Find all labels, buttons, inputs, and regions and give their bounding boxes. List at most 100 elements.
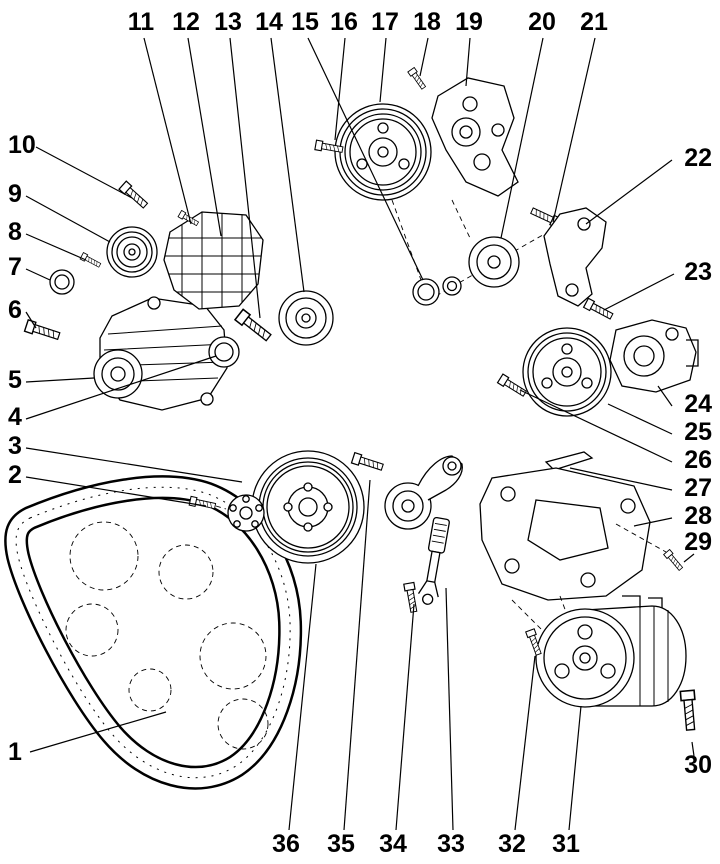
callout-19: 19 — [455, 8, 483, 36]
callout-13: 13 — [214, 8, 242, 36]
leader-lines — [25, 37, 695, 831]
callout-8: 8 — [8, 218, 22, 246]
callout-20: 20 — [528, 8, 556, 36]
callout-35: 35 — [327, 830, 355, 858]
callout-30: 30 — [684, 751, 712, 779]
leader-line-27 — [569, 467, 673, 491]
seal-ring-drawing — [412, 278, 440, 306]
ps-pump-pulley-drawing — [522, 327, 612, 417]
callout-27: 27 — [684, 474, 712, 502]
support-bracket-drawing — [543, 207, 607, 307]
leader-line-20 — [500, 37, 544, 239]
leader-line-14 — [270, 37, 305, 293]
leader-line-12 — [187, 37, 222, 237]
leader-line-23 — [603, 273, 675, 311]
leader-line-30 — [691, 741, 695, 757]
callout-2: 2 — [8, 461, 22, 489]
shim-plate-drawing — [544, 451, 594, 471]
alignment-dash — [391, 199, 549, 297]
bolt-icon — [23, 319, 62, 343]
cap-drawing — [49, 269, 75, 295]
callout-1: 1 — [8, 738, 22, 766]
leader-line-17 — [379, 37, 387, 103]
callout-22: 22 — [684, 144, 712, 172]
leader-line-35 — [343, 479, 371, 831]
bolt-icon — [403, 581, 420, 614]
callout-32: 32 — [498, 830, 526, 858]
leader-line-11 — [143, 37, 192, 225]
callout-16: 16 — [330, 8, 358, 36]
belt-tensioner-drawing — [384, 455, 463, 605]
spacer-ring-drawing — [208, 336, 240, 368]
bolt-icon — [79, 252, 102, 269]
leader-line-5 — [25, 377, 95, 383]
callout-11: 11 — [128, 8, 155, 36]
power-steering-pump-drawing — [609, 319, 699, 393]
diagram-art — [16, 67, 699, 778]
leader-line-21 — [552, 37, 596, 223]
leader-line-34 — [395, 603, 415, 831]
callout-23: 23 — [684, 258, 712, 286]
bolt-icon — [407, 67, 428, 91]
bolt-icon — [350, 452, 385, 473]
pulley-bolt-plate-drawing — [227, 494, 265, 532]
mounting-bracket-drawing — [163, 211, 264, 310]
callout-21: 21 — [580, 8, 608, 36]
leader-line-26 — [519, 389, 673, 463]
alternator-drawing — [93, 296, 228, 411]
callout-25: 25 — [684, 418, 712, 446]
tensioner-pulley-drawing — [278, 290, 334, 346]
leader-line-36 — [288, 563, 317, 831]
leader-line-3 — [25, 447, 243, 483]
callout-4: 4 — [8, 403, 22, 431]
roller-pulley-drawing — [442, 236, 520, 296]
callout-34: 34 — [379, 830, 407, 858]
leader-line-32 — [514, 655, 536, 831]
bolt-icon — [118, 180, 150, 211]
leader-line-1 — [29, 711, 167, 753]
bolt-icon — [679, 689, 699, 732]
alignment-dash — [215, 505, 227, 510]
callout-14: 14 — [255, 8, 283, 36]
leader-line-29 — [683, 553, 695, 563]
compressor-bracket-drawing — [479, 467, 651, 601]
callout-15: 15 — [291, 8, 319, 36]
leader-line-25 — [607, 403, 673, 435]
leader-line-28 — [633, 517, 673, 527]
alignment-dash — [615, 523, 667, 553]
callout-5: 5 — [8, 366, 22, 394]
callout-29: 29 — [684, 528, 712, 556]
callout-10: 10 — [8, 131, 36, 159]
ribbed-belt-drawing — [16, 487, 290, 777]
leader-line-13 — [229, 37, 261, 319]
callout-36: 36 — [272, 830, 300, 858]
callout-33: 33 — [437, 830, 465, 858]
callout-6: 6 — [8, 296, 22, 324]
callout-28: 28 — [684, 502, 712, 530]
leader-line-10 — [35, 146, 133, 199]
leader-line-8 — [25, 233, 87, 261]
callout-24: 24 — [684, 390, 712, 418]
ac-compressor-drawing — [535, 595, 687, 708]
leader-line-24 — [657, 385, 673, 407]
callout-26: 26 — [684, 446, 712, 474]
callout-17: 17 — [371, 8, 399, 36]
leader-line-4 — [25, 355, 217, 420]
leader-line-18 — [419, 37, 429, 77]
leader-line-15 — [307, 37, 424, 281]
callout-3: 3 — [8, 432, 22, 460]
leader-line-16 — [334, 37, 346, 141]
leader-line-2 — [25, 476, 207, 507]
callout-18: 18 — [413, 8, 441, 36]
crankshaft-pulley-drawing — [251, 450, 365, 564]
ps-pulley-drawing — [334, 103, 432, 201]
bolt-icon — [583, 297, 615, 322]
callout-12: 12 — [172, 8, 200, 36]
leader-line-22 — [585, 159, 673, 225]
idler-pulley-drawing — [106, 226, 158, 278]
bolt-icon — [234, 308, 274, 344]
callout-9: 9 — [8, 180, 22, 208]
